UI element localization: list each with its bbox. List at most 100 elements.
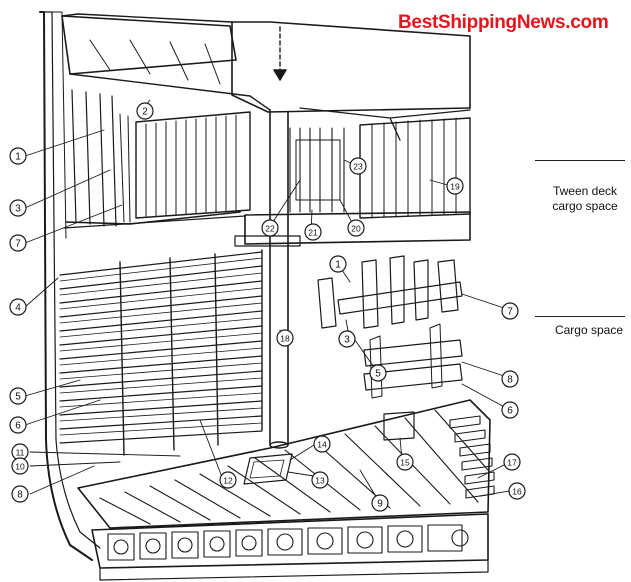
tween-deck-frames-left [63,89,246,229]
callout-number: 6 [15,421,21,432]
callout-circle [261,219,279,237]
callout-circle [9,199,27,217]
tween-deck-label: Tween deck cargo space [552,184,618,213]
callout-8: 8 [501,370,519,388]
callout-3: 3 [9,199,27,217]
callout-1: 1 [329,255,347,273]
callout-number: 9 [377,499,383,510]
callout-number: 15 [400,458,410,468]
double-bottom [91,513,489,581]
callout-circle [136,102,154,120]
callout-5: 5 [9,387,27,405]
tween-deck-bulkhead-right [359,117,471,219]
callout-number: 3 [344,335,350,346]
callout-number: 11 [16,448,25,458]
callout-circle [501,302,519,320]
callout-9: 9 [371,494,389,512]
callout-number: 8 [507,375,513,386]
callout-number: 12 [223,476,233,486]
callout-circle [396,453,414,471]
callout-number: 5 [375,369,381,380]
callout-7: 7 [9,234,27,252]
callout-circle [311,471,329,489]
callout-number: 8 [17,490,23,501]
callout-circle [371,494,389,512]
callout-number: 18 [280,334,290,344]
callout-number: 7 [507,307,513,318]
callout-19: 19 [446,177,464,195]
callout-13: 13 [311,471,329,489]
callout-8: 8 [11,485,29,503]
callout-number: 2 [142,107,148,118]
callout-circle [11,457,29,475]
cargo-space-rule [535,316,625,317]
callout-number: 16 [512,487,522,497]
side-ceiling-right [449,415,495,499]
callout-circle [9,387,27,405]
callout-1: 1 [9,147,27,165]
callout-15: 15 [396,453,414,471]
callout-number: 1 [335,260,341,271]
callout-circle [304,223,322,241]
callout-circle [508,482,526,500]
callout-number: 5 [15,392,21,403]
callout-circle [276,329,294,347]
callout-number: 13 [315,476,325,486]
callout-number: 23 [353,162,363,172]
tank-top-ceiling [77,399,491,529]
callout-number: 6 [507,406,513,417]
callout-circle [501,401,519,419]
cargo-space-label: Cargo space [554,323,624,337]
callout-4: 4 [9,298,27,316]
callout-number: 21 [308,228,318,238]
callout-number: 14 [317,440,327,450]
callout-21: 21 [304,223,322,241]
watermark-text: BestShippingNews.com [398,12,609,33]
callout-circle [219,471,237,489]
tween-deck-rule [535,160,625,161]
callout-number: 7 [15,239,21,250]
callout-number: 10 [15,462,25,472]
callout-number: 4 [15,303,21,314]
callout-circle [9,147,27,165]
callout-circle [369,364,387,382]
callout-circle [338,330,356,348]
leader-lines [24,99,516,501]
callout-circle [446,177,464,195]
callout-number: 3 [15,204,21,215]
callout-number: 1 [15,152,21,163]
callout-circle [501,370,519,388]
callout-6: 6 [9,416,27,434]
callout-12: 12 [219,471,237,489]
callout-circle [503,453,521,471]
callout-16: 16 [508,482,526,500]
callout-18: 18 [276,329,294,347]
callout-number: 22 [265,224,275,234]
callout-circle [9,298,27,316]
callout-circle [329,255,347,273]
callout-circle [347,219,365,237]
callout-circle [349,157,367,175]
callout-20: 20 [347,219,365,237]
callout-5: 5 [369,364,387,382]
tween-deck-sparring [135,111,251,219]
callout-10: 10 [11,457,29,475]
cargo-battens [59,249,263,456]
callout-23: 23 [349,157,367,175]
callout-number: 20 [351,224,361,234]
callout-22: 22 [261,219,279,237]
callout-3: 3 [338,330,356,348]
callout-6: 6 [501,401,519,419]
upper-deck-girder [61,13,471,141]
callout-17: 17 [503,453,521,471]
callout-number: 19 [450,182,460,192]
callout-circle [9,234,27,252]
callout-circle [11,485,29,503]
callout-7: 7 [501,302,519,320]
callout-circle [9,416,27,434]
callout-circle [313,435,331,453]
callout-number: 17 [507,458,517,468]
